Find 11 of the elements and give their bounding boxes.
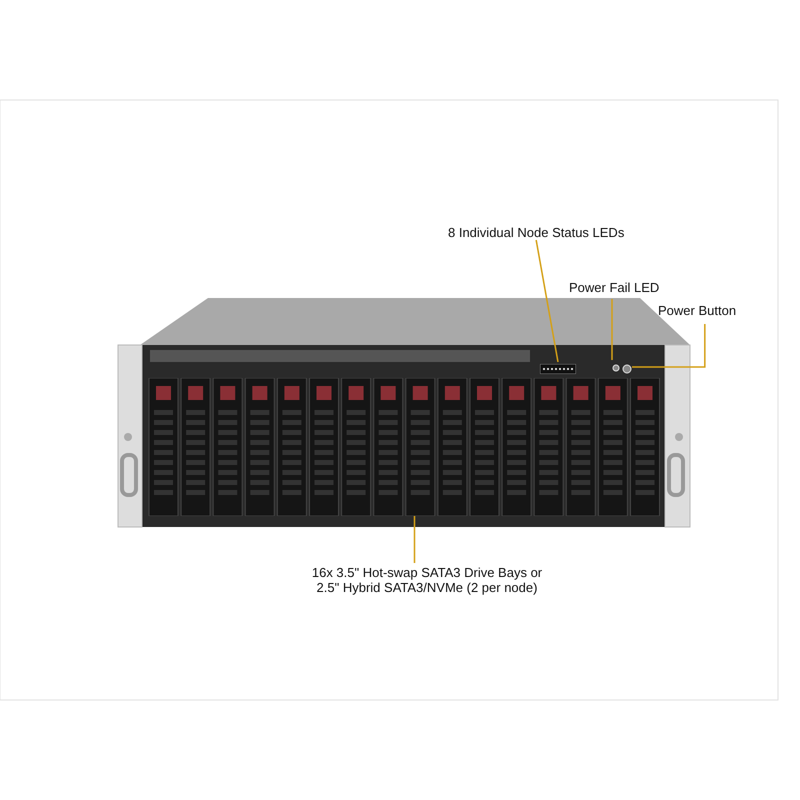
callout-text: 16x 3.5" Hot-swap SATA3 Drive Bays or 2.5" Hybrid SATA3/NVMe (2 per node)	[302, 565, 552, 595]
callout-text: Power Button	[658, 303, 736, 318]
leader-line	[611, 299, 613, 360]
callout-text: Power Fail LED	[569, 280, 660, 295]
leader-line	[632, 324, 706, 368]
status-led-strip	[540, 362, 576, 372]
leader-line	[535, 240, 559, 362]
callout-text: 8 Individual Node Status LEDs	[448, 225, 624, 240]
power-button	[622, 362, 632, 372]
drive-bays-drawing	[148, 378, 662, 516]
leader-line	[414, 516, 416, 563]
